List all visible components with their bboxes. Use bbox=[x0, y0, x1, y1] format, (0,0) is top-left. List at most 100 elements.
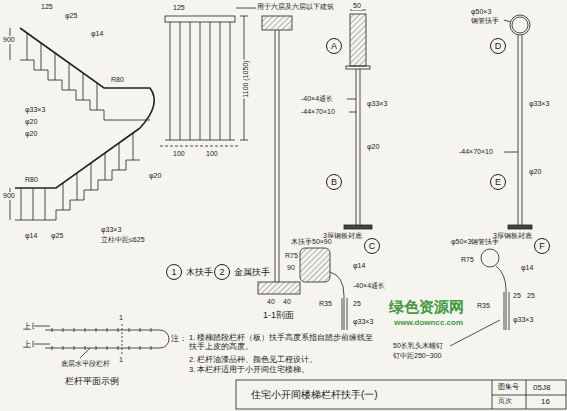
stair-slab bbox=[258, 282, 300, 294]
dimension-label: φ50×3钢管扶手 bbox=[450, 238, 500, 246]
detail-circle: D bbox=[490, 38, 506, 54]
plan-baluster bbox=[140, 328, 141, 332]
baluster bbox=[119, 143, 120, 170]
title-grid bbox=[492, 380, 493, 409]
baluster bbox=[45, 188, 46, 220]
detail-circle: F bbox=[534, 238, 550, 254]
dimension-label: φ33×3 bbox=[512, 316, 534, 324]
dimension-label: 90 bbox=[286, 264, 296, 272]
wood-handrail bbox=[300, 248, 330, 282]
baluster bbox=[69, 63, 70, 90]
leader bbox=[236, 8, 256, 9]
plan-baluster bbox=[74, 328, 75, 332]
plan-baluster bbox=[85, 328, 86, 332]
baluster bbox=[133, 133, 134, 160]
dimension-label: 100 bbox=[205, 150, 219, 158]
plan-baluster bbox=[52, 346, 53, 350]
base-plate bbox=[508, 225, 532, 229]
dimension-label: φ20 bbox=[24, 118, 38, 126]
dimension-label: 100 bbox=[172, 150, 186, 158]
plan-baluster bbox=[63, 328, 64, 332]
dimension-label: 钢管扶手 bbox=[470, 17, 500, 25]
baluster bbox=[27, 33, 28, 60]
baluster bbox=[105, 153, 106, 180]
detail-title: 木扶手 bbox=[186, 266, 213, 279]
plan-baluster bbox=[85, 346, 86, 350]
dimension-label: 底层水平段栏杆 bbox=[60, 360, 111, 368]
dimension-label: 上 bbox=[22, 322, 32, 331]
baluster bbox=[230, 22, 231, 140]
dimension-label: φ20 bbox=[528, 168, 542, 176]
plan-baluster bbox=[151, 346, 152, 350]
up-arrow bbox=[30, 323, 50, 329]
plan-baluster bbox=[118, 346, 119, 350]
handrail bbox=[20, 28, 154, 128]
flat-bar bbox=[346, 66, 370, 69]
plan-baluster bbox=[118, 328, 119, 332]
dimension-label: φ33×3 bbox=[352, 318, 374, 326]
plan-baluster bbox=[96, 346, 97, 350]
plan-baluster bbox=[129, 346, 130, 350]
plan-baluster bbox=[74, 346, 75, 350]
post bbox=[518, 35, 519, 225]
section-cut bbox=[122, 324, 123, 354]
plan-baluster bbox=[151, 328, 152, 332]
dimension-label: 栏杆平面示例 bbox=[64, 376, 120, 386]
title-grid bbox=[492, 395, 566, 396]
dimension-label: 50长乳头木螺钉 bbox=[392, 342, 444, 350]
dimension-label: -40×4通长 bbox=[352, 282, 386, 290]
post bbox=[522, 35, 523, 225]
plan-baluster bbox=[63, 346, 64, 350]
plan-turn bbox=[160, 330, 169, 348]
baluster bbox=[91, 163, 92, 190]
dimension-label: φ20 bbox=[148, 172, 162, 180]
dimension-label: 25 bbox=[526, 292, 536, 300]
note: 注： bbox=[170, 334, 188, 343]
callout-letter: E bbox=[495, 177, 501, 187]
title-cell: 05J8 bbox=[532, 383, 551, 392]
baluster bbox=[83, 73, 84, 100]
dimension-label: R35 bbox=[318, 300, 333, 308]
handrail bbox=[15, 128, 140, 188]
baluster bbox=[21, 188, 22, 220]
stair-flight bbox=[20, 60, 150, 120]
detail-circle: E bbox=[490, 174, 506, 190]
dimension-label: φ33×3 bbox=[366, 100, 388, 108]
baluster bbox=[180, 22, 181, 140]
base-plate bbox=[344, 225, 372, 229]
dimension-label: φ33×3 bbox=[24, 106, 46, 114]
dimension-label: 1 bbox=[118, 356, 124, 364]
dimension-label: 钉中距250~300 bbox=[392, 352, 442, 360]
floor-line bbox=[160, 146, 240, 147]
post bbox=[347, 298, 348, 330]
dimension-label: 1100 (1050) bbox=[242, 59, 250, 98]
callout-letter: F bbox=[539, 241, 545, 251]
dimension-label: R35 bbox=[476, 302, 491, 310]
plan-rail bbox=[45, 348, 160, 349]
dimension-label: -44×70×10 bbox=[300, 108, 336, 116]
dimension-label: -40×4通长 bbox=[300, 95, 334, 103]
dimension-label: -44×70×10 bbox=[458, 148, 494, 156]
dimension-label: 40 bbox=[266, 298, 276, 306]
detail-circle: C bbox=[364, 238, 380, 254]
post bbox=[504, 292, 505, 330]
dim-tick bbox=[240, 140, 248, 141]
dimension-label: 125 bbox=[172, 4, 186, 12]
dimension-label: R80 bbox=[24, 176, 39, 184]
dimension-label: 上 bbox=[22, 340, 32, 349]
dimension-label: φ14 bbox=[352, 262, 366, 270]
watermark: www.downcc.com bbox=[393, 318, 464, 327]
detail-circle: 2金属扶手 bbox=[214, 264, 230, 280]
post bbox=[509, 292, 510, 330]
baluster bbox=[97, 83, 98, 110]
post bbox=[360, 69, 361, 225]
callout-letter: A bbox=[331, 41, 337, 51]
plan-baluster bbox=[140, 346, 141, 350]
baluster bbox=[190, 22, 191, 140]
dimension-label: 125 bbox=[40, 3, 54, 11]
dimension-label: 立柱中距≤625 bbox=[100, 236, 146, 244]
dimension-label: φ14 bbox=[520, 264, 534, 272]
handrail-section bbox=[262, 16, 292, 30]
plan-baluster bbox=[129, 328, 130, 332]
dimension-label: 1-1剖面 bbox=[262, 310, 295, 320]
